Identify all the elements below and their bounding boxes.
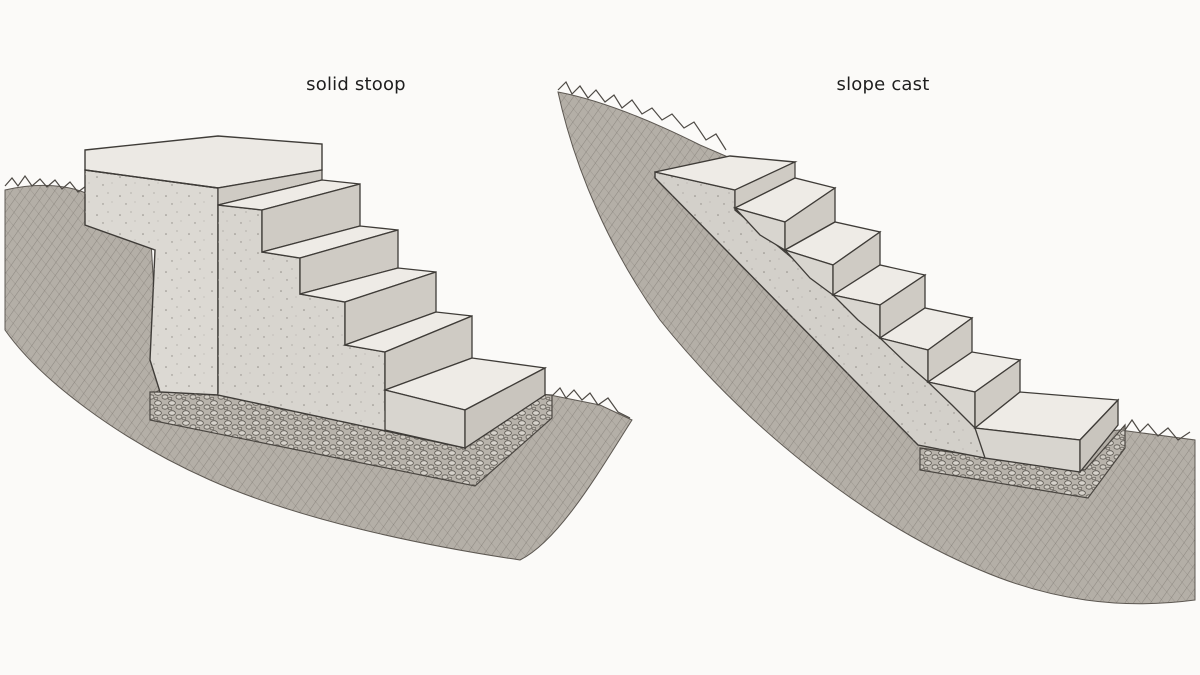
grass-right <box>557 80 727 151</box>
gravel-base-right <box>919 423 1126 499</box>
slope-cast-drawing <box>557 80 1196 605</box>
panel-title-solid-stoop: solid stoop <box>306 74 406 95</box>
solid-stoop-drawing <box>4 135 633 561</box>
steps-right <box>732 177 1120 474</box>
steps-left <box>217 179 548 450</box>
panel-title-slope-cast: slope cast <box>836 74 930 95</box>
